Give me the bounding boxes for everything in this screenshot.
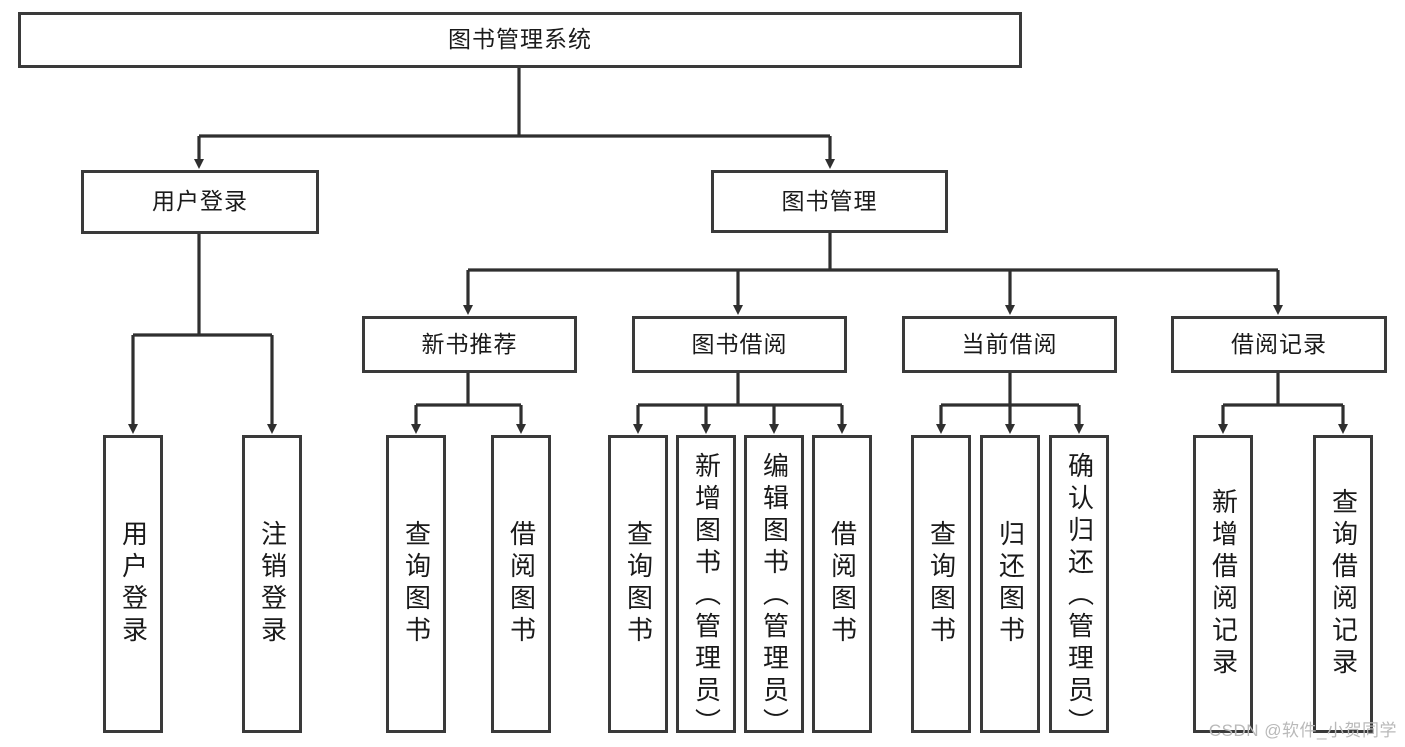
leaf-query-book-current[interactable]: 查询图书 <box>911 435 971 733</box>
node-root-label: 图书管理系统 <box>448 26 592 53</box>
leaf-edit-book-admin-label: 编辑图书（管理员） <box>759 452 790 740</box>
leaf-add-borrow-record[interactable]: 新增借阅记录 <box>1193 435 1253 733</box>
leaf-query-borrow-record-label: 查询借阅记录 <box>1328 488 1359 680</box>
leaf-user-login-label: 用户登录 <box>118 520 149 648</box>
leaf-borrow-book-newbook[interactable]: 借阅图书 <box>491 435 551 733</box>
node-book-management-label: 图书管理 <box>781 187 878 214</box>
leaf-query-book-newbook[interactable]: 查询图书 <box>386 435 446 733</box>
leaf-add-book-admin[interactable]: 新增图书（管理员） <box>676 435 736 740</box>
leaf-logout-login-label: 注销登录 <box>257 520 288 648</box>
node-book-borrow[interactable]: 图书借阅 <box>632 316 847 373</box>
leaf-borrow-book-borrow[interactable]: 借阅图书 <box>812 435 872 733</box>
node-book-borrow-label: 图书借阅 <box>691 330 788 357</box>
leaf-user-login[interactable]: 用户登录 <box>103 435 163 733</box>
leaf-borrow-book-borrow-label: 借阅图书 <box>827 520 858 648</box>
leaf-borrow-book-newbook-label: 借阅图书 <box>506 520 537 648</box>
leaf-add-borrow-record-label: 新增借阅记录 <box>1208 488 1239 680</box>
leaf-confirm-return-admin-label: 确认归还（管理员） <box>1064 452 1095 740</box>
node-new-book-recommend-label: 新书推荐 <box>421 330 518 357</box>
node-book-management[interactable]: 图书管理 <box>711 170 948 233</box>
leaf-query-book-borrow[interactable]: 查询图书 <box>608 435 668 733</box>
csdn-watermark: CSDN @软件_小贺同学 <box>1208 721 1397 740</box>
leaf-return-book-label: 归还图书 <box>995 520 1026 648</box>
node-borrow-record-label: 借阅记录 <box>1231 330 1327 357</box>
node-root[interactable]: 图书管理系统 <box>18 12 1022 68</box>
leaf-confirm-return-admin[interactable]: 确认归还（管理员） <box>1049 435 1109 740</box>
leaf-logout-login[interactable]: 注销登录 <box>242 435 302 733</box>
leaf-edit-book-admin[interactable]: 编辑图书（管理员） <box>744 435 804 740</box>
leaf-add-book-admin-label: 新增图书（管理员） <box>691 452 722 740</box>
leaf-query-borrow-record[interactable]: 查询借阅记录 <box>1313 435 1373 733</box>
leaf-query-book-borrow-label: 查询图书 <box>623 520 654 648</box>
leaf-return-book[interactable]: 归还图书 <box>980 435 1040 733</box>
leaf-query-book-newbook-label: 查询图书 <box>401 520 432 648</box>
node-new-book-recommend[interactable]: 新书推荐 <box>362 316 577 373</box>
node-user-login[interactable]: 用户登录 <box>81 170 319 234</box>
leaf-query-book-current-label: 查询图书 <box>926 520 957 648</box>
node-current-borrow-label: 当前借阅 <box>961 330 1058 357</box>
node-current-borrow[interactable]: 当前借阅 <box>902 316 1117 373</box>
node-user-login-label: 用户登录 <box>152 188 248 215</box>
node-borrow-record[interactable]: 借阅记录 <box>1171 316 1387 373</box>
